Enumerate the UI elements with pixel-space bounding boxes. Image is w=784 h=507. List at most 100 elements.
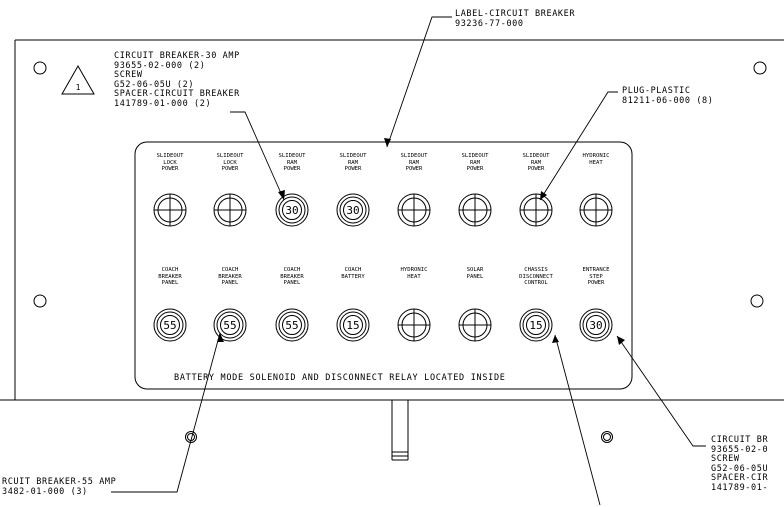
mounting-hole [185, 431, 197, 443]
note-line: 81211-06-000 (8) [622, 95, 714, 106]
breaker-label-line: BREAKER [158, 273, 182, 280]
breaker-label-line: POWER [405, 166, 423, 173]
breaker-label-line: SOLAR [466, 267, 484, 273]
breaker-label-line: CONTROL [524, 280, 548, 287]
leader-plug [539, 91, 618, 201]
breaker-outer-ring [153, 308, 187, 342]
breaker-middle-ring [278, 311, 306, 339]
plastic-plug [458, 308, 492, 342]
breaker-inner-ring [160, 315, 180, 335]
breaker-label-line: RAM [469, 159, 481, 166]
breaker-30-amp-note: CIRCUIT BREAKER-30 AMP 93655-02-000 (2) … [114, 51, 240, 109]
breaker-label-line: POWER [344, 166, 362, 173]
breaker-label-line: COACH [283, 267, 301, 273]
breaker-label-line: SLIDEOUT [522, 153, 550, 159]
breaker-rating: 55 [285, 319, 298, 332]
note-line: 141789-01-000 (2) [114, 98, 212, 109]
breaker-outer-ring [336, 308, 370, 342]
note-line: CIRCUIT BR [711, 435, 769, 445]
breaker-rating: 15 [529, 319, 542, 332]
breaker-55-amp-note: RCUIT BREAKER-55 AMP 3482-01-000 (3) [2, 477, 116, 497]
mounting-hole [601, 431, 613, 443]
plastic-plug [519, 193, 553, 227]
breaker-inner-ring [343, 200, 363, 220]
breaker-label-line: POWER [283, 166, 301, 173]
circuit-breaker: 15 [519, 308, 553, 342]
breaker-right-note: CIRCUIT BR 93655-02-0 SCREW G52-06-05U S… [711, 435, 769, 493]
note-line: G52-06-05U (2) [114, 79, 195, 90]
breaker-label-line: SLIDEOUT [339, 153, 367, 159]
breaker-label-line: SLIDEOUT [461, 153, 489, 159]
breaker-label-line: RAM [347, 159, 359, 166]
breaker-rating: 55 [223, 319, 236, 332]
breaker-label-line: HYDRONIC [400, 267, 428, 273]
circuit-breaker: 30 [336, 193, 370, 227]
breaker-label-line: POWER [466, 166, 484, 173]
mounting-hole [33, 61, 47, 75]
breaker-label-line: ENTRANCE [582, 267, 610, 273]
breaker-label-line: COACH [344, 267, 362, 273]
breaker-middle-ring [582, 311, 610, 339]
circuit-breaker: 30 [579, 308, 613, 342]
breaker-label-line: RAM [408, 159, 420, 166]
breaker-label-line: HEAT [589, 159, 603, 166]
breaker-inner-ring [282, 315, 302, 335]
breaker-rating: 30 [589, 319, 602, 332]
breaker-label-line: SLIDEOUT [278, 153, 306, 159]
leader-30amp [230, 111, 285, 201]
plastic-plug [458, 193, 492, 227]
breaker-rating: 15 [346, 319, 359, 332]
breaker-label-line: COACH [221, 267, 239, 273]
note-line: SPACER-CIRCUIT BREAKER [114, 89, 240, 99]
circuit-breaker: 55 [153, 308, 187, 342]
revision-flag [61, 64, 95, 95]
breaker-label-line: POWER [161, 166, 179, 173]
breaker-label-line: POWER [527, 166, 545, 173]
breaker-label-line: PANEL [466, 273, 484, 280]
breaker-label-line: RAM [530, 159, 542, 166]
breaker-rating: 30 [285, 204, 298, 217]
breaker-outer-ring [336, 193, 370, 227]
breaker-rating: 55 [163, 319, 176, 332]
breaker-outer-ring [519, 308, 553, 342]
breaker-label-line: BATTERY [341, 273, 365, 280]
note-line: 141789-01- [711, 482, 769, 493]
plug-crosshair [459, 194, 491, 226]
plug-crosshair [214, 194, 246, 226]
breaker-label-line: HYDRONIC [582, 153, 610, 159]
mounting-hole [33, 294, 47, 308]
plastic-plug [153, 193, 187, 227]
note-line: PLUG-PLASTIC [622, 86, 691, 96]
plastic-plug [397, 308, 431, 342]
plug-crosshair [154, 194, 186, 226]
bracket-tab [391, 400, 409, 461]
breaker-outer-ring [275, 193, 309, 227]
leader-chassis [554, 334, 601, 506]
note-line: 93655-02-0 [711, 444, 769, 455]
breaker-label-line: SLIDEOUT [216, 153, 244, 159]
leader-right [616, 335, 706, 447]
circuit-breaker: 30 [275, 193, 309, 227]
breaker-outer-ring [213, 308, 247, 342]
arrowhead [278, 190, 285, 200]
breaker-middle-ring [339, 311, 367, 339]
mounting-hole [750, 294, 764, 308]
breaker-label-line: PANEL [221, 280, 239, 287]
mounting-hole [603, 433, 611, 441]
arrowhead [384, 138, 391, 147]
breaker-inner-ring [343, 315, 363, 335]
arrowhead [617, 336, 625, 345]
arrowhead [552, 335, 559, 343]
